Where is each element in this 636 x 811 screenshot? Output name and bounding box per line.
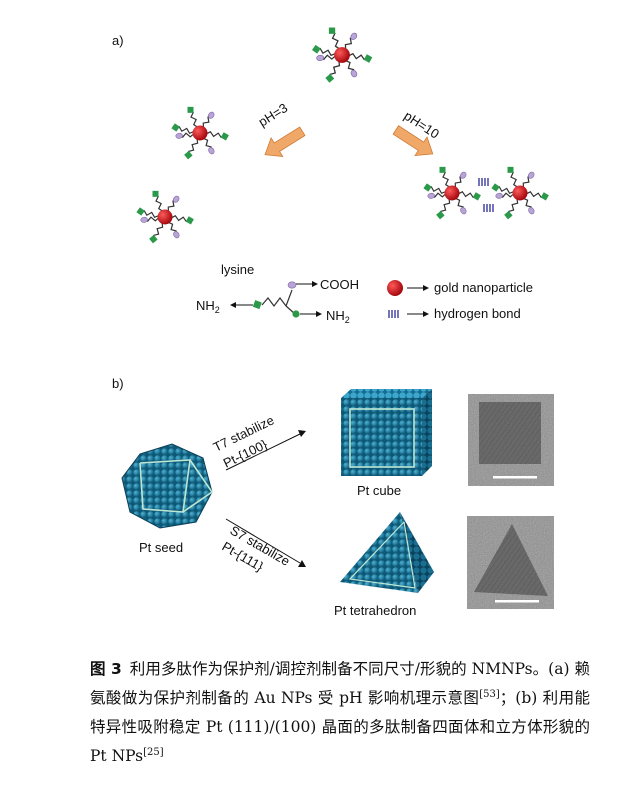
tem-image-tetrahedron bbox=[467, 516, 554, 609]
nh2-left-label: NH2 bbox=[196, 298, 220, 315]
pt-seed-particle bbox=[121, 443, 214, 529]
caption-ref-2: [25] bbox=[143, 746, 164, 758]
np-left-upper bbox=[171, 105, 229, 160]
arrow-to-tetrahedron bbox=[225, 518, 306, 567]
figure-number: 图 3 bbox=[90, 660, 122, 678]
np-left-lower bbox=[136, 189, 194, 244]
gold-legend-icon bbox=[387, 280, 429, 296]
np-top bbox=[311, 26, 372, 84]
caption-text-2: ；(b) 利用能特异性吸附稳定 Pt (111)/(100) 晶面的多肽制备四面… bbox=[90, 689, 590, 765]
hbond-legend-icon bbox=[388, 310, 399, 318]
gold-legend-label: gold nanoparticle bbox=[434, 280, 533, 295]
hbond-legend-label: hydrogen bond bbox=[434, 306, 521, 321]
nh2-right-label: NH2 bbox=[326, 308, 350, 325]
panel-b-label: b) bbox=[112, 376, 124, 391]
hbond-legend-arrow bbox=[407, 311, 429, 317]
caption-text-1: 利用多肽作为保护剂/调控剂制备不同尺寸/形貌的 NMNPs。(a) 赖氨酸做为保… bbox=[90, 660, 590, 707]
panel-a-label: a) bbox=[112, 33, 124, 48]
arrow-to-cube bbox=[225, 430, 306, 471]
figure: a) pH=3 pH=10 lysine bbox=[112, 0, 554, 618]
np-right-a bbox=[423, 165, 481, 220]
arrow-ph3 bbox=[264, 126, 306, 157]
caption-ref-1: [53] bbox=[479, 688, 500, 700]
ph3-label: pH=3 bbox=[256, 100, 291, 129]
lysine-label: lysine bbox=[221, 262, 254, 277]
arrow-ph10 bbox=[392, 125, 434, 156]
cooh-label: COOH bbox=[320, 277, 359, 292]
pt-cube-label: Pt cube bbox=[357, 483, 401, 498]
np-right-b bbox=[491, 165, 549, 220]
tem-image-cube bbox=[468, 394, 554, 486]
lysine-structure bbox=[230, 281, 322, 318]
pt-tetrahedron-label: Pt tetrahedron bbox=[334, 603, 416, 618]
hydrogen-bond-marks bbox=[478, 178, 494, 212]
pt-cube-particle bbox=[341, 389, 432, 476]
pt-tetrahedron-particle bbox=[340, 512, 434, 593]
pt-seed-label: Pt seed bbox=[139, 540, 183, 555]
